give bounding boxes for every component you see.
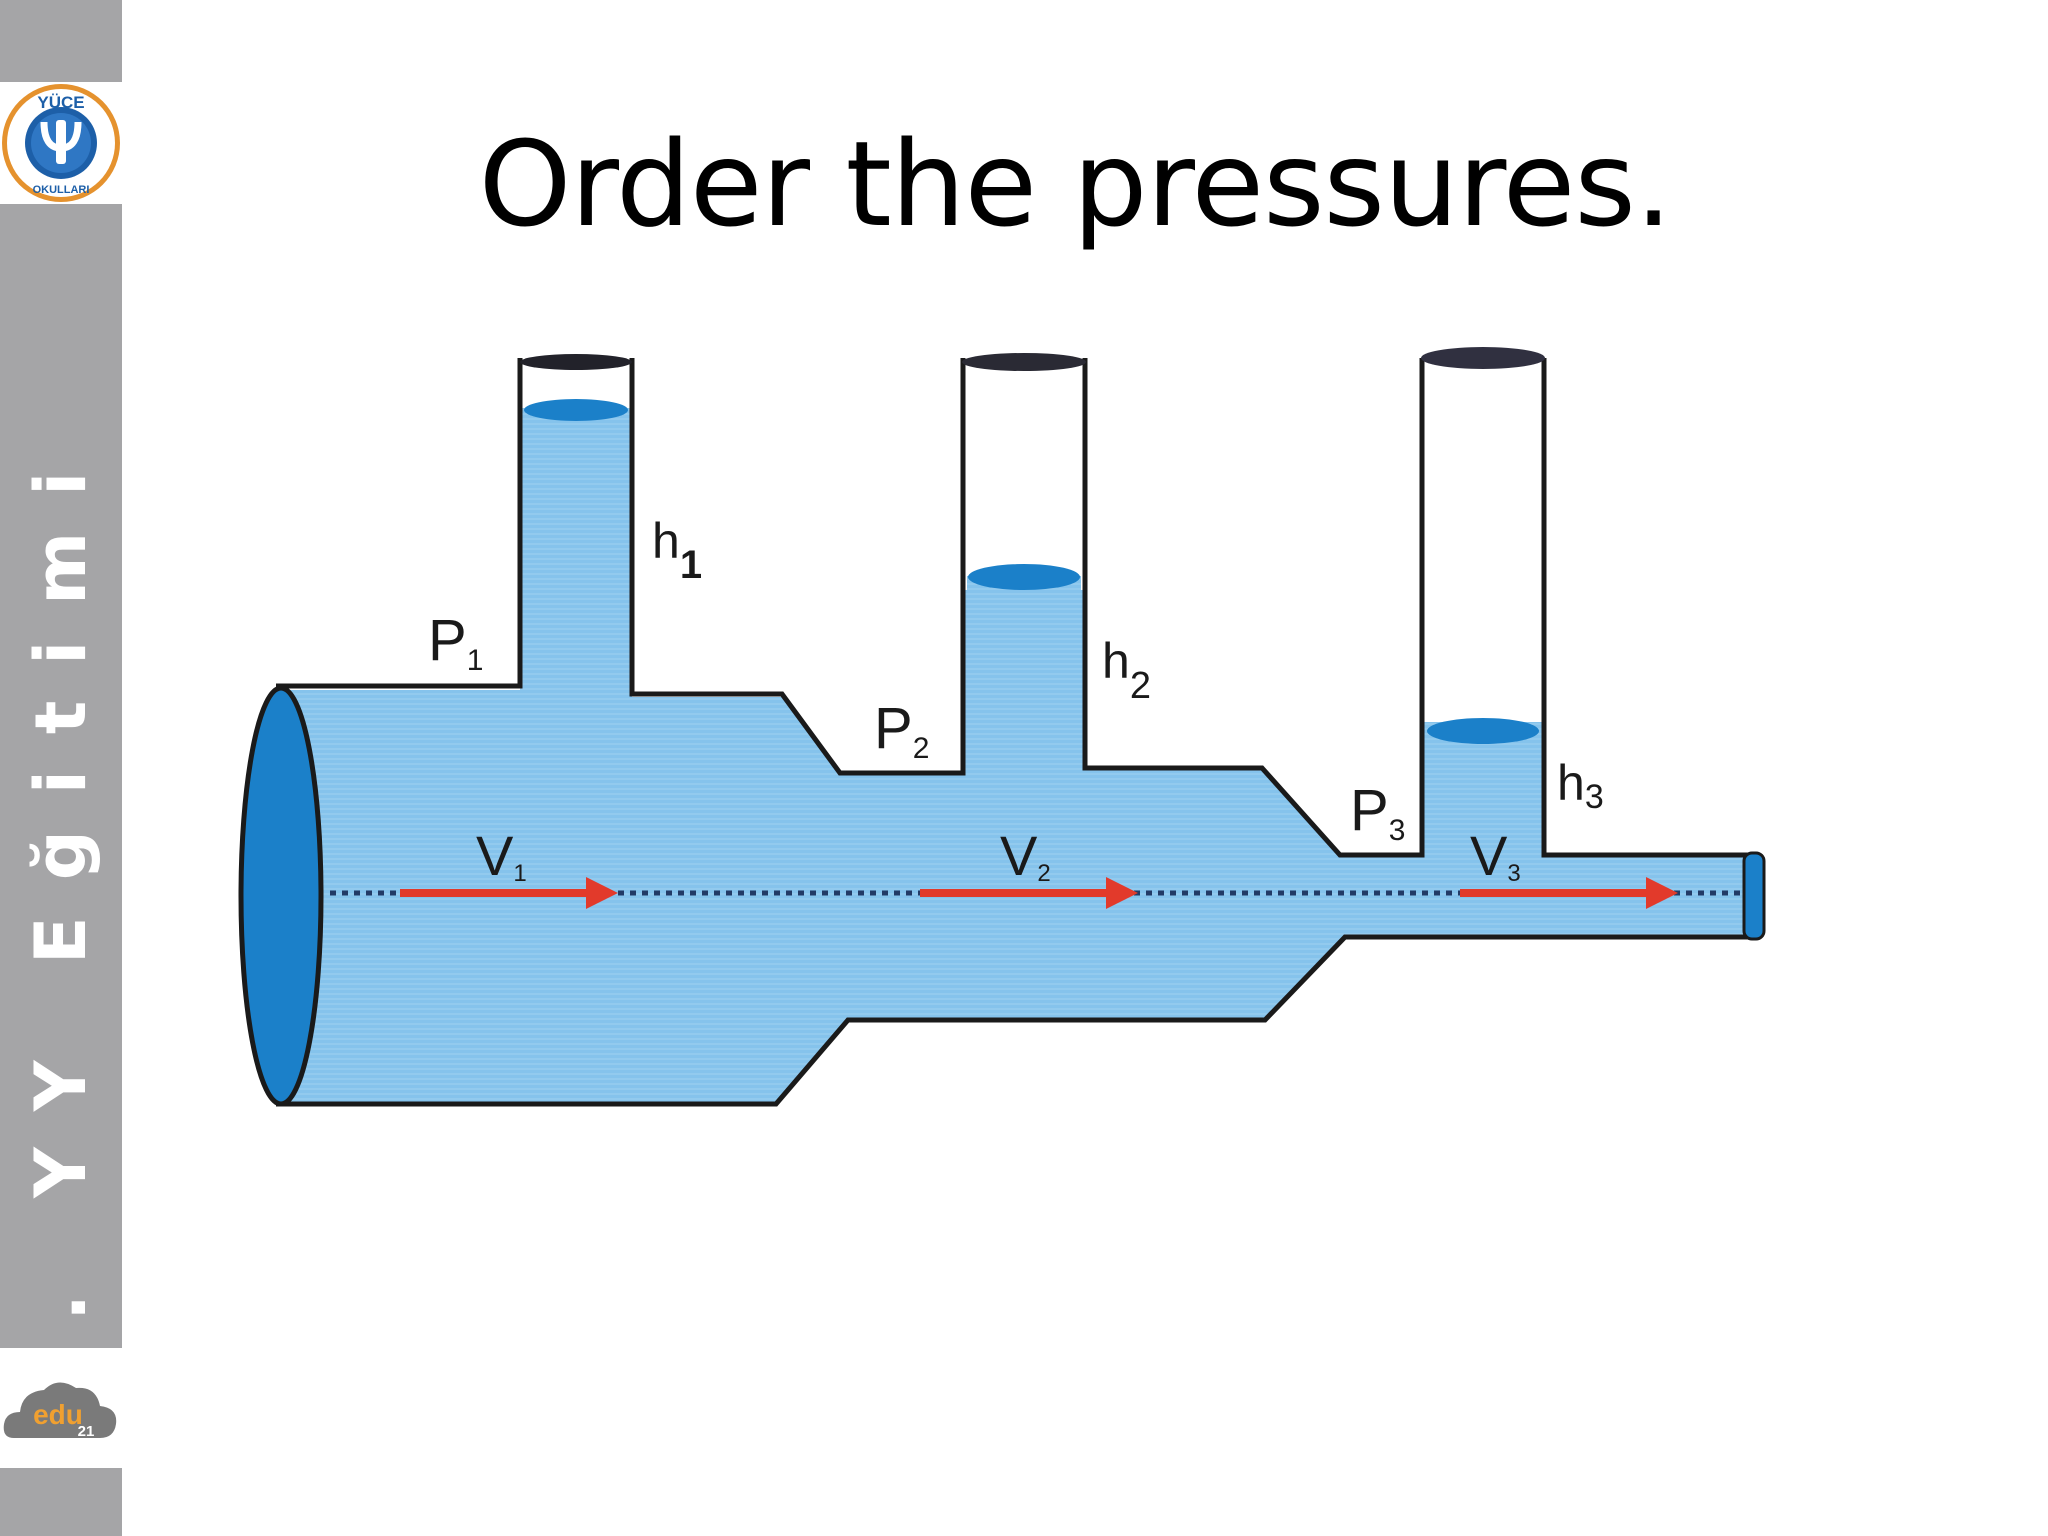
pressure-label-3: P3 bbox=[1350, 778, 1405, 847]
tube-2-water bbox=[967, 576, 1081, 776]
tube-1-water bbox=[522, 408, 630, 698]
pipe-outline-bottom bbox=[276, 934, 1754, 1107]
velocity-label-1: V1 bbox=[476, 824, 527, 887]
svg-text:21: 21 bbox=[78, 1423, 95, 1440]
pressure-label-2: P2 bbox=[874, 696, 929, 765]
tube-1-top bbox=[520, 354, 632, 370]
height-label-2: h2 bbox=[1102, 633, 1151, 707]
tube-2-top bbox=[962, 353, 1086, 371]
svg-text:edu: edu bbox=[33, 1399, 83, 1430]
height-label-1: h1 bbox=[652, 513, 702, 587]
edu21-logo: edu 21 bbox=[0, 1348, 122, 1468]
tube-1-surface bbox=[524, 399, 628, 421]
tube-3-water bbox=[1426, 730, 1540, 860]
tube-3-top bbox=[1421, 347, 1545, 369]
sidebar-top-bar bbox=[0, 0, 122, 82]
sidebar: YÜCE OKULLARI 21. YY Eğitimi edu 21 bbox=[0, 0, 122, 1536]
pressure-label-1: P1 bbox=[428, 608, 483, 677]
height-label-3: h3 bbox=[1557, 755, 1604, 816]
sidebar-bottom-bar bbox=[0, 1468, 122, 1536]
tube-3-surface bbox=[1427, 718, 1539, 744]
velocity-arrow-1 bbox=[400, 877, 618, 909]
velocity-arrow-3 bbox=[1460, 877, 1678, 909]
sidebar-main-bar bbox=[0, 204, 122, 1348]
svg-text:OKULLARI: OKULLARI bbox=[33, 184, 90, 196]
tube-2-surface bbox=[968, 564, 1080, 590]
pipe-water bbox=[290, 550, 1754, 1104]
svg-text:YÜCE: YÜCE bbox=[37, 93, 84, 112]
velocity-label-2: V2 bbox=[1000, 824, 1051, 887]
velocity-arrow-2 bbox=[920, 877, 1138, 909]
slide-title: Order the pressures. bbox=[478, 115, 1673, 253]
velocity-label-3: V3 bbox=[1470, 824, 1521, 887]
pipe-inlet bbox=[238, 685, 324, 1107]
yuce-logo: YÜCE OKULLARI bbox=[0, 82, 122, 204]
pipe-outline-top bbox=[276, 358, 1754, 858]
pipe-outlet bbox=[1742, 851, 1766, 941]
